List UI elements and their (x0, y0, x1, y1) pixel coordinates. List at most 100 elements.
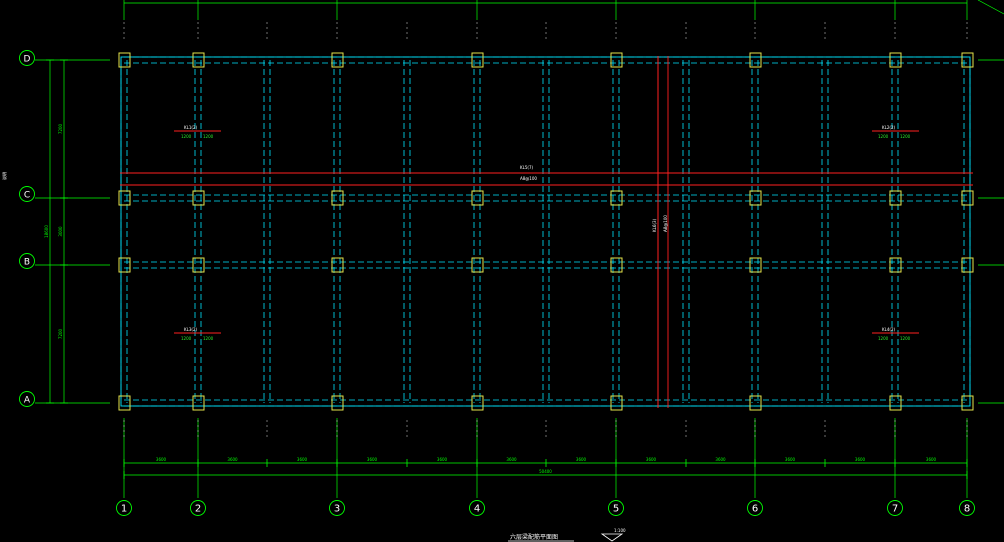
bay-span-dim: 3600 (855, 457, 866, 462)
bay-span-dim: 3600 (506, 457, 517, 462)
axis-label-column: 5 (613, 504, 619, 515)
bay-span-dim: 3600 (227, 457, 238, 462)
axis-bubble-column (959, 500, 975, 516)
column-grid (118, 52, 974, 411)
column (118, 52, 131, 68)
column (749, 190, 762, 206)
column (749, 395, 762, 411)
axis-label-column: 2 (195, 504, 201, 515)
beam-tag-text: KL4(2) (882, 327, 896, 332)
axis-bubble-row (19, 50, 35, 66)
section-dim-b: 1200 (900, 336, 911, 341)
column (889, 190, 902, 206)
section-dim-b: 1200 (203, 134, 214, 139)
scale-triangle-icon (600, 533, 624, 542)
column (610, 395, 623, 411)
column (192, 190, 205, 206)
grid-lines (35, 0, 1004, 498)
column (331, 257, 344, 273)
axis-bubble-row (19, 186, 35, 202)
horizontal-beam-sub: A8@100 (520, 176, 537, 181)
beam-tag-text: KL3(2) (184, 327, 198, 332)
column (961, 395, 974, 411)
bay-span-dim: 3600 (715, 457, 726, 462)
overall-length-dim: 50400 (539, 469, 552, 474)
row-total-dim: 18600 (44, 225, 49, 238)
axis-label-column: 4 (474, 504, 480, 515)
column (118, 395, 131, 411)
column (331, 52, 344, 68)
row-span-dim: 7200 (58, 123, 63, 134)
section-dim-a: 1200 (181, 336, 192, 341)
bay-span-dim: 3600 (646, 457, 657, 462)
beam-tag-top-left: KL1(2) 1200 1200 (174, 125, 221, 139)
side-note: 说明 (1, 172, 7, 180)
column (192, 395, 205, 411)
column (610, 52, 623, 68)
beam-tag-text: KL2(2) (882, 125, 896, 130)
drawing-title: 六层梁配筋平面图 (510, 533, 558, 541)
column (610, 190, 623, 206)
column (192, 257, 205, 273)
column (889, 395, 902, 411)
column (471, 190, 484, 206)
column (331, 190, 344, 206)
scale-label: 1:100 (614, 528, 626, 533)
bay-span-dim: 3600 (576, 457, 587, 462)
beam-tag-top-right: KL2(2) 1200 1200 (872, 125, 919, 139)
column (331, 395, 344, 411)
column (118, 190, 131, 206)
bay-span-dim: 3600 (367, 457, 378, 462)
bay-span-dim: 3600 (297, 457, 308, 462)
outer-beam-frame (120, 56, 971, 407)
axis-bubble-column (116, 500, 132, 516)
axis-label-column: 3 (334, 504, 340, 515)
section-dim-b: 1200 (203, 336, 214, 341)
axis-label-column: 8 (964, 504, 970, 515)
section-dim-a: 1200 (878, 134, 889, 139)
axis-bubble-column (469, 500, 485, 516)
row-span-dim: 7200 (58, 328, 63, 339)
axis-label-column: 6 (752, 504, 758, 515)
horizontal-beam-label: KL5(7) (520, 165, 534, 170)
beam-tag-text: KL1(2) (184, 125, 198, 130)
dimension-lines: 3600 3600 3600 3600 3600 3600 3600 3600 3600 3600… (44, 59, 968, 479)
column (118, 257, 131, 273)
axis-label-row: A (24, 396, 31, 406)
column (889, 52, 902, 68)
vertical-beam-label: KL6(3) (652, 218, 657, 232)
column (961, 52, 974, 68)
column (610, 257, 623, 273)
column (471, 395, 484, 411)
highlighted-beams (120, 56, 973, 408)
beam-network (120, 56, 971, 407)
section-dim-a: 1200 (181, 134, 192, 139)
row-span-dim: 3000 (58, 226, 63, 237)
column (961, 257, 974, 273)
column (471, 52, 484, 68)
column (749, 257, 762, 273)
column (889, 257, 902, 273)
corner-line (977, 0, 1004, 15)
axis-label-row: C (24, 191, 30, 201)
section-dim-b: 1200 (900, 134, 911, 139)
bay-span-dim: 3600 (437, 457, 448, 462)
axis-label-row: D (24, 55, 31, 65)
beam-tag-bottom-right: KL4(2) 1200 1200 (872, 327, 919, 341)
column (961, 190, 974, 206)
axis-bubble-column (608, 500, 624, 516)
drawing-title-block: 六层梁配筋平面图 1:100 (508, 528, 626, 542)
vertical-beam-sub: A8@100 (663, 215, 668, 232)
column (471, 257, 484, 273)
bay-span-dim: 3600 (785, 457, 796, 462)
axis-label-column: 1 (121, 504, 127, 515)
column (749, 52, 762, 68)
axis-bubble-column (329, 500, 345, 516)
axis-bubble-column (887, 500, 903, 516)
bay-span-dim: 3600 (156, 457, 167, 462)
axis-bubble-column (190, 500, 206, 516)
axis-bubble-row (19, 253, 35, 269)
beam-tag-bottom-left: KL3(2) 1200 1200 (174, 327, 221, 341)
